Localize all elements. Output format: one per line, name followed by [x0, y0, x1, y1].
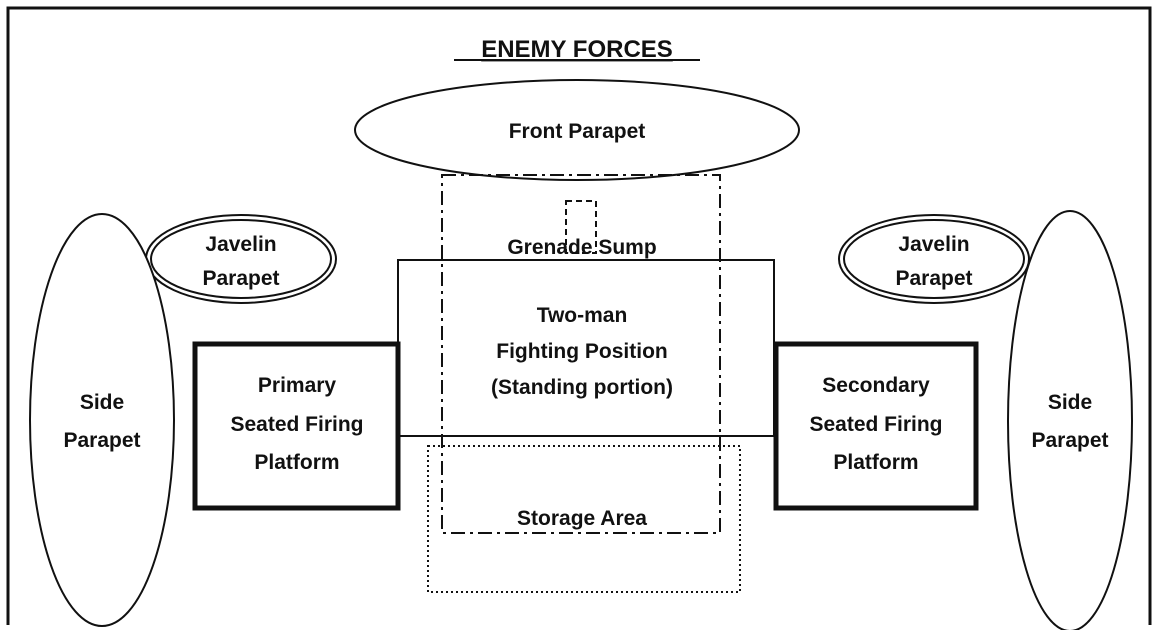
primary-platform-shape [192, 341, 401, 511]
secondary-platform-label-1: Secondary [822, 374, 930, 397]
storage-area-shape [427, 445, 741, 593]
javelin-parapet-left-inner [150, 219, 332, 299]
javelin-parapet-left-label-2: Parapet [202, 267, 279, 290]
secondary-platform-shape [773, 341, 979, 511]
grenade-sump-label: Grenade Sump [507, 236, 656, 259]
primary-platform-label-3: Platform [254, 451, 339, 474]
side-parapet-right-shape [1007, 210, 1133, 630]
storage-area-label: Storage Area [517, 507, 647, 530]
side-parapet-right-label-1: Side [1048, 391, 1092, 414]
side-parapet-left-shape [29, 213, 175, 627]
side-parapet-left-label-2: Parapet [63, 429, 140, 452]
secondary-platform-label-3: Platform [833, 451, 918, 474]
secondary-platform-label-2: Seated Firing [809, 413, 942, 436]
javelin-parapet-right-inner [843, 219, 1025, 299]
primary-platform-label-2: Seated Firing [230, 413, 363, 436]
javelin-parapet-right-label-2: Parapet [895, 267, 972, 290]
javelin-parapet-right-label-1: Javelin [898, 233, 969, 256]
title: ENEMY FORCES [481, 36, 673, 63]
side-parapet-right-label-2: Parapet [1031, 429, 1108, 452]
dash-dot-outline [441, 174, 721, 534]
grenade-sump-shape [565, 200, 597, 254]
fighting-position-label-2: Fighting Position [496, 340, 667, 363]
front-parapet-shape [354, 79, 800, 181]
primary-platform-label-1: Primary [258, 374, 337, 397]
frame-border [6, 6, 1152, 625]
fighting-position-label-1: Two-man [537, 304, 628, 327]
fighting-position-label-3: (Standing portion) [491, 376, 673, 399]
front-parapet-label: Front Parapet [509, 120, 646, 143]
side-parapet-left-label-1: Side [80, 391, 124, 414]
javelin-parapet-right-outer [838, 214, 1030, 304]
javelin-parapet-left-label-1: Javelin [205, 233, 276, 256]
